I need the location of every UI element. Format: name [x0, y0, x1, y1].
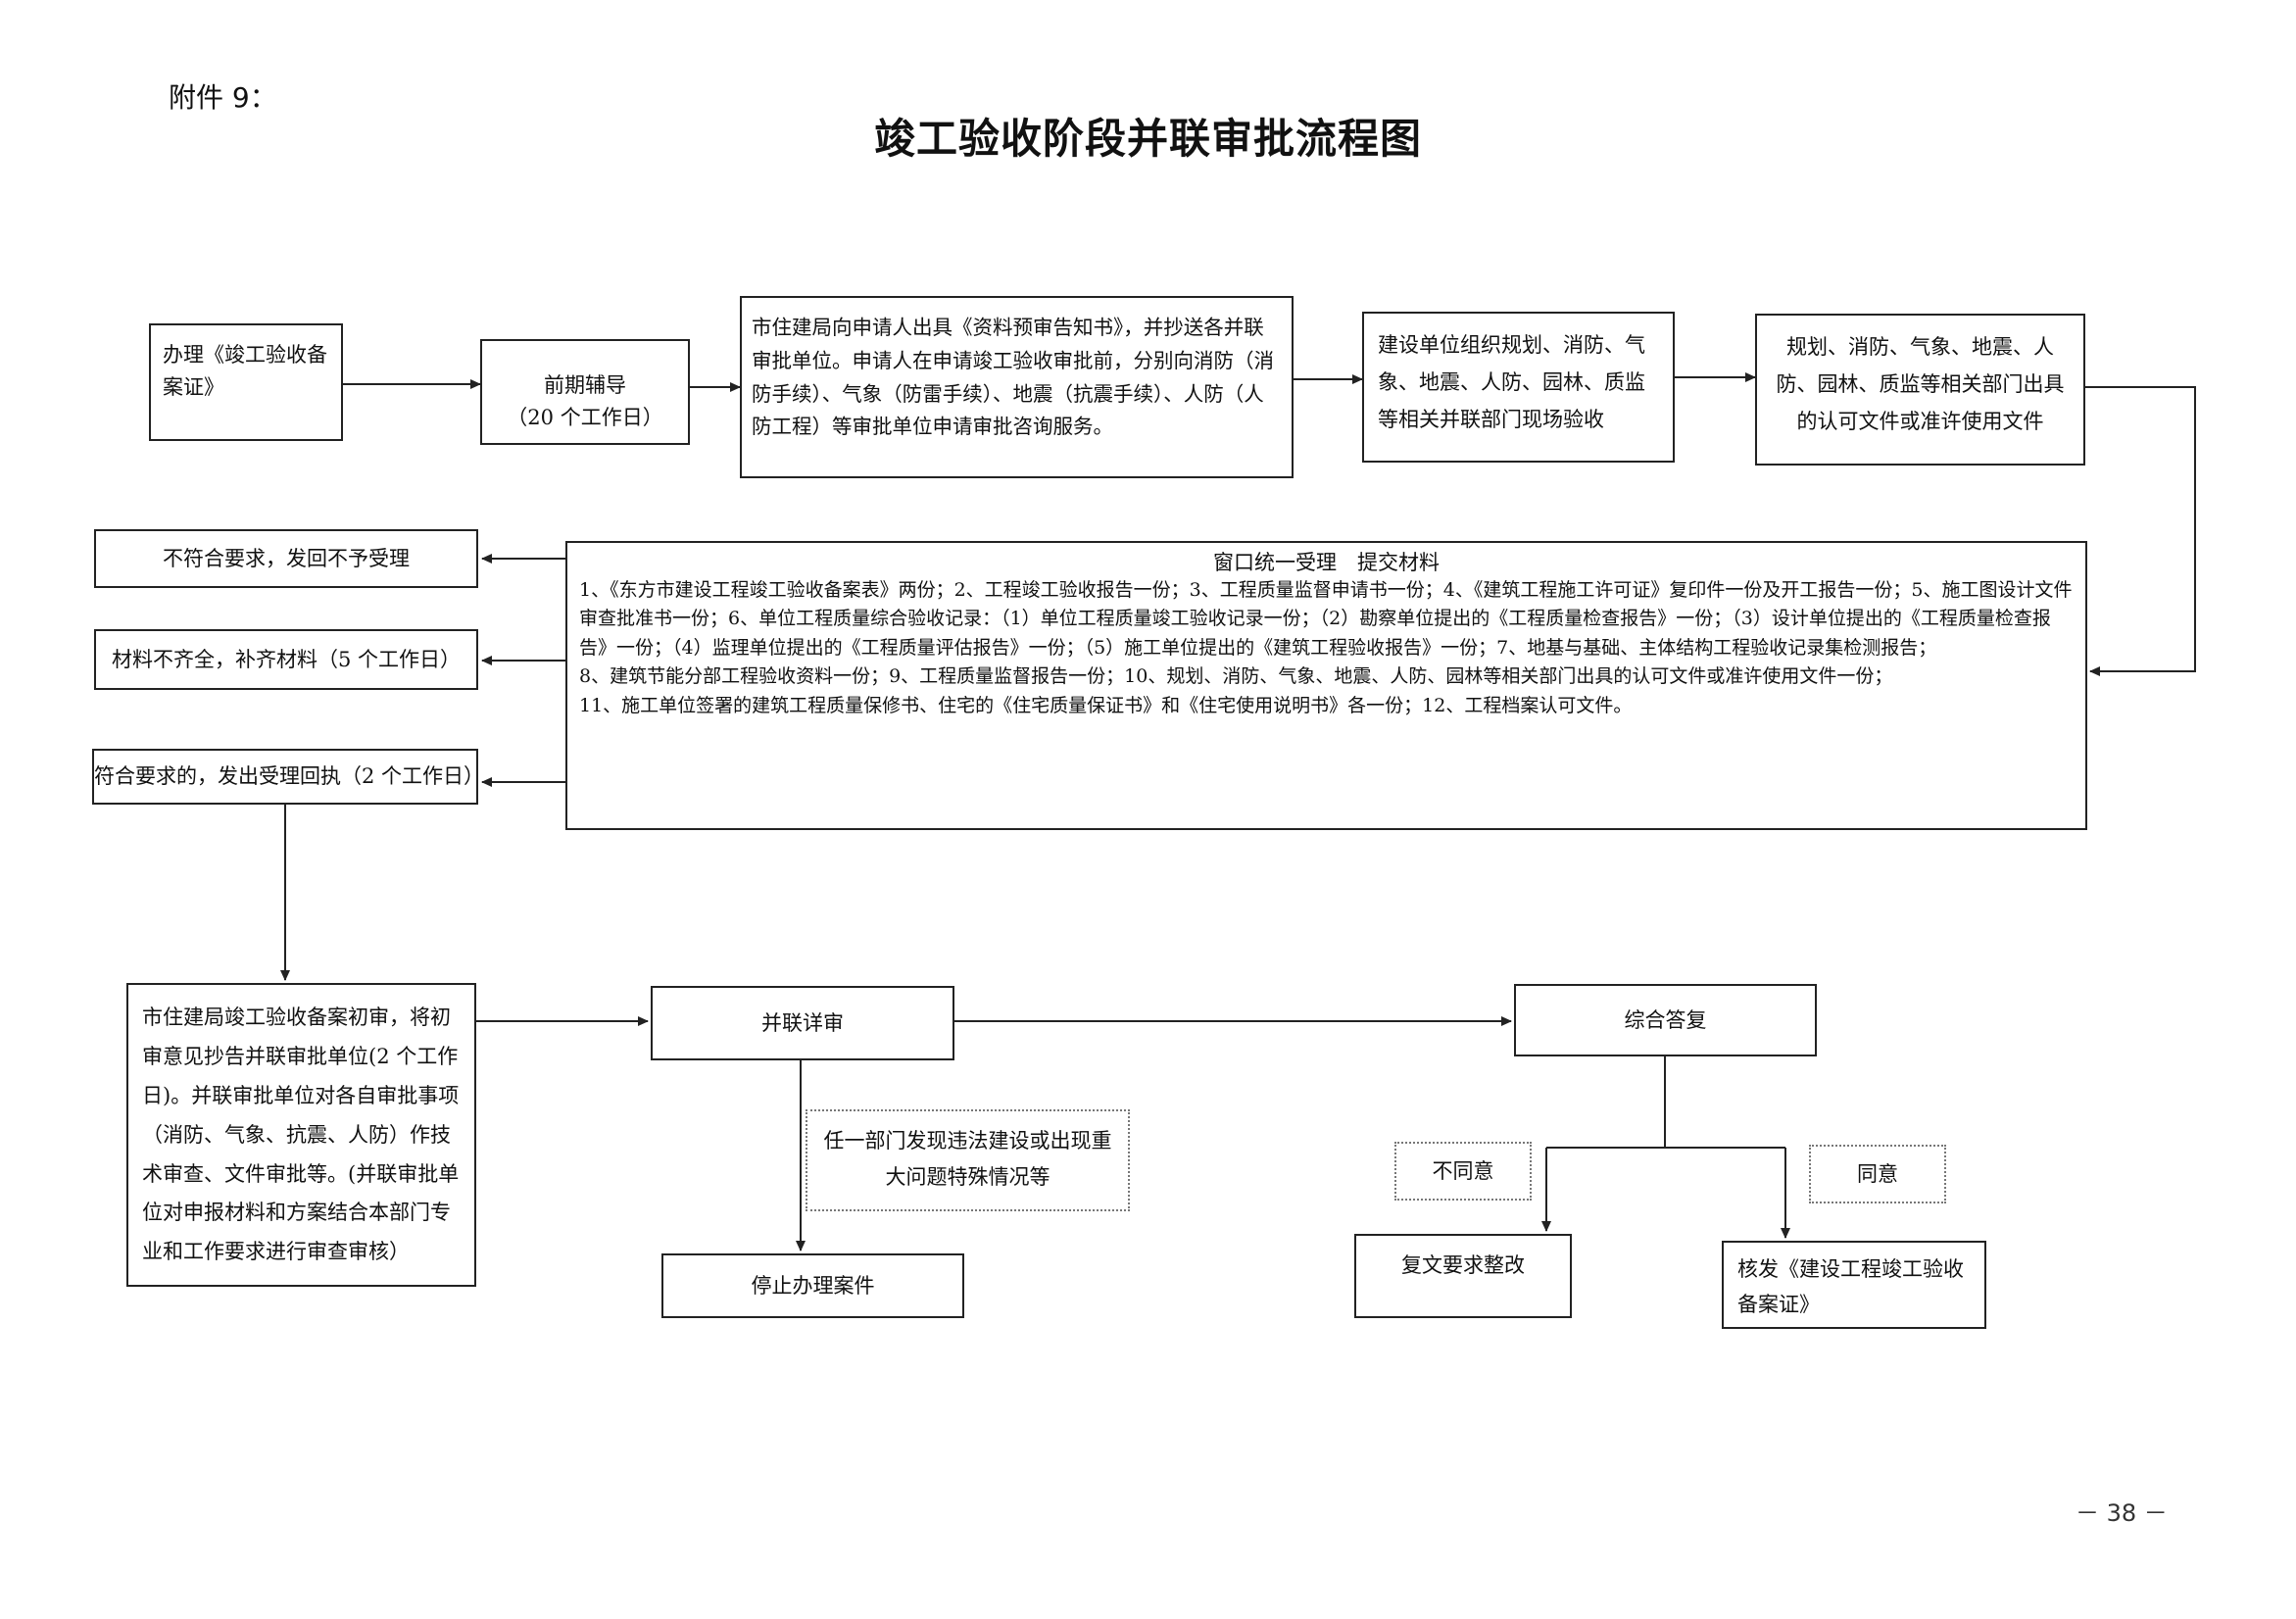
node-initial-review-text: 市住建局竣工验收备案初审，将初审意见抄告并联审批单位(2 个工作日)。并联审批单… [142, 1006, 460, 1264]
node-rectify-text: 复文要求整改 [1401, 1253, 1525, 1277]
node-city-bureau-notice-text: 市住建局向申请人出具《资料预审告知书》，并抄送各并联审批单位。申请人在申请竣工验… [752, 316, 1274, 439]
node-violation-note-text: 任一部门发现违法建设或出现重大问题特殊情况等 [823, 1129, 1112, 1189]
node-agree: 同意 [1809, 1145, 1946, 1203]
node-rectify: 复文要求整改 [1354, 1234, 1572, 1318]
window-materials-line: 8、建筑节能分部工程验收资料一份；9、工程质量监督报告一份；10、规划、消防、气… [579, 665, 1893, 688]
window-materials-line: 1、《东方市建设工程竣工验收备案表》两份；2、工程竣工验收报告一份；3、工程质量… [579, 579, 2073, 659]
node-stop-case: 停止办理案件 [661, 1253, 964, 1318]
node-pre-guidance-days: （20 个工作日） [507, 406, 663, 429]
node-incomplete-supplement-text: 材料不齐全，补齐材料（5 个工作日） [111, 647, 462, 671]
attachment-label: 附件 9： [169, 81, 277, 114]
window-heading: 窗口统一受理 提交材料 [1213, 551, 1440, 574]
node-comprehensive-reply: 综合答复 [1514, 984, 1817, 1056]
node-disagree: 不同意 [1394, 1142, 1532, 1201]
node-permit-documents-text: 规划、消防、气象、地震、人防、园林、质监等相关部门出具的认可文件或准许使用文件 [1776, 335, 2065, 433]
page-title: 竣工验收阶段并联审批流程图 [873, 115, 1422, 163]
node-agree-text: 同意 [1857, 1161, 1898, 1186]
node-register-cert-text: 办理《竣工验收备案证》 [163, 343, 327, 399]
node-pre-guidance-title: 前期辅导 [544, 373, 626, 398]
node-reject-return: 不符合要求，发回不予受理 [94, 529, 478, 588]
node-site-acceptance: 建设单位组织规划、消防、气象、地震、人防、园林、质监等相关并联部门现场验收 [1362, 312, 1675, 463]
node-pre-guidance: 前期辅导 （20 个工作日） [480, 339, 690, 445]
node-incomplete-supplement: 材料不齐全，补齐材料（5 个工作日） [94, 629, 478, 690]
window-materials-list: 1、《东方市建设工程竣工验收备案表》两份；2、工程竣工验收报告一份；3、工程质量… [567, 576, 2085, 720]
node-city-bureau-notice: 市住建局向申请人出具《资料预审告知书》，并抄送各并联审批单位。申请人在申请竣工验… [740, 296, 1294, 478]
node-permit-documents: 规划、消防、气象、地震、人防、园林、质监等相关部门出具的认可文件或准许使用文件 [1755, 314, 2085, 466]
node-issue-cert-text: 核发《建设工程竣工验收备案证》 [1737, 1257, 1964, 1316]
node-initial-review: 市住建局竣工验收备案初审，将初审意见抄告并联审批单位(2 个工作日)。并联审批单… [126, 983, 476, 1287]
node-disagree-text: 不同意 [1432, 1158, 1494, 1183]
window-materials-line: 11、施工单位签署的建筑工程质量保修书、住宅的《住宅质量保证书》和《住宅使用说明… [579, 694, 1633, 716]
node-stop-case-text: 停止办理案件 [751, 1273, 875, 1298]
node-parallel-review-text: 并联详审 [761, 1010, 844, 1035]
arrow-permits-to-window [2085, 386, 2196, 676]
node-parallel-review: 并联详审 [651, 986, 954, 1060]
node-site-acceptance-text: 建设单位组织规划、消防、气象、地震、人防、园林、质监等相关并联部门现场验收 [1378, 333, 1645, 431]
node-accept-receipt-text: 符合要求的，发出受理回执（2 个工作日） [94, 764, 485, 789]
page-number: － 38 － [2076, 1499, 2168, 1527]
node-reject-return-text: 不符合要求，发回不予受理 [163, 546, 410, 570]
node-violation-note: 任一部门发现违法建设或出现重大问题特殊情况等 [806, 1109, 1130, 1211]
node-issue-cert: 核发《建设工程竣工验收备案证》 [1722, 1241, 1986, 1329]
node-window-submission: 窗口统一受理 提交材料 1、《东方市建设工程竣工验收备案表》两份；2、工程竣工验… [565, 541, 2087, 830]
node-comprehensive-reply-text: 综合答复 [1624, 1007, 1707, 1032]
node-register-cert: 办理《竣工验收备案证》 [149, 323, 343, 441]
node-accept-receipt: 符合要求的，发出受理回执（2 个工作日） [92, 749, 485, 805]
